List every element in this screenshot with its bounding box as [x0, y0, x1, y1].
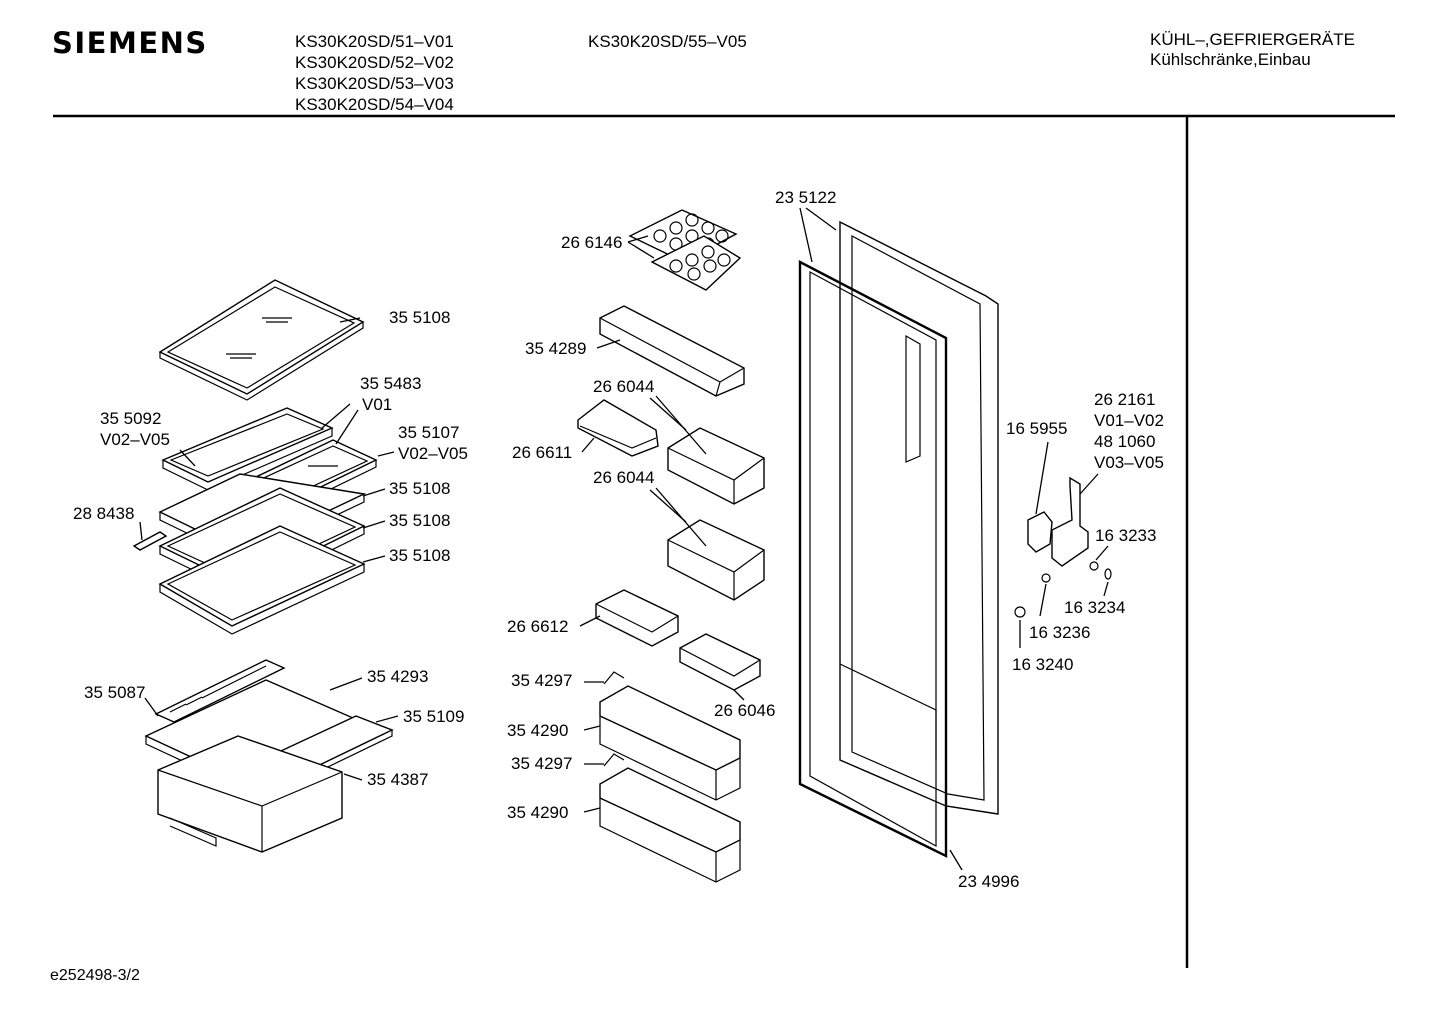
part-number-label: 35 5108 [389, 308, 450, 327]
part-number-label: 23 5122 [775, 188, 836, 207]
door-bin-small-1 [667, 427, 765, 505]
part-number-label: 35 5087 [84, 683, 145, 702]
model-number: KS30K20SD/54–V04 [295, 95, 454, 114]
part-variant-label: V02–V05 [398, 444, 468, 463]
model-number: KS30K20SD/51–V01 [295, 32, 454, 51]
glass-shelf-bottom [158, 525, 366, 635]
part-number-label: 16 3236 [1029, 623, 1090, 642]
part-number-label: 35 4293 [367, 667, 428, 686]
brand-logo: SIEMENS [52, 26, 208, 60]
part-number-label: 35 4289 [525, 339, 586, 358]
bottle-bin-upper [599, 671, 741, 801]
part-variant-label: V02–V05 [100, 430, 170, 449]
part-number-label: 23 4996 [958, 872, 1019, 891]
hinge-plate [1027, 511, 1053, 553]
model-number: KS30K20SD/52–V02 [295, 53, 454, 72]
crisper-drawer [157, 735, 343, 853]
door-bin-cup-1 [595, 589, 679, 647]
hinge-screws [1014, 561, 1112, 618]
document-id: e252498-3/2 [50, 967, 140, 984]
part-number-label: 26 6046 [714, 701, 775, 720]
egg-tray-lower [650, 235, 742, 291]
model-number: KS30K20SD/55–V05 [588, 32, 747, 51]
part-variant-label: V03–V05 [1094, 453, 1164, 472]
door-hinge-bracket [1051, 476, 1089, 567]
part-number-label: 26 2161 [1094, 390, 1155, 409]
part-number-label: 16 3233 [1095, 526, 1156, 545]
door-shelf-upper [599, 305, 745, 397]
model-list-secondary: KS30K20SD/55–V05 [588, 31, 747, 52]
part-number-label: 35 5108 [389, 511, 450, 530]
category-line: Kühlschränke,Einbau [1150, 50, 1311, 69]
part-number-label: 35 4297 [511, 754, 572, 773]
part-number-label: 16 3234 [1064, 598, 1125, 617]
part-number-label: 16 5955 [1006, 419, 1067, 438]
part-number-label: 35 5092 [100, 409, 161, 428]
part-number-label: 35 4297 [511, 671, 572, 690]
part-number-label: 16 3240 [1012, 655, 1073, 674]
part-number-label: 26 6044 [593, 377, 654, 396]
crisper-grille [154, 659, 286, 723]
part-number-label: 35 5108 [389, 479, 450, 498]
part-variant-label: V01 [362, 395, 392, 414]
part-number-label: 35 5483 [360, 374, 421, 393]
bottle-bin-lower [599, 753, 741, 883]
part-number-label: 35 5107 [398, 423, 459, 442]
model-list-primary: KS30K20SD/51–V01 KS30K20SD/52–V02 KS30K2… [295, 31, 454, 115]
door-bin-small-2 [667, 519, 765, 601]
glass-shelf-top [158, 279, 365, 401]
shelf-trim-strip [132, 531, 168, 551]
part-number-label: 35 4290 [507, 721, 568, 740]
model-number: KS30K20SD/53–V03 [295, 74, 454, 93]
part-number-label: 28 8438 [73, 504, 134, 523]
butter-compartment [577, 399, 659, 457]
part-number-label: 35 5109 [403, 707, 464, 726]
part-number-label: 26 6146 [561, 233, 622, 252]
part-number-label: 26 6612 [507, 617, 568, 636]
part-number-label: 35 4290 [507, 803, 568, 822]
category-heading: KÜHL–,GEFRIERGERÄTE Kühlschränke,Einbau [1150, 30, 1355, 70]
glass-shelf-divided [161, 407, 334, 491]
door-bin-cup-2 [679, 633, 761, 691]
part-variant-label: V01–V02 [1094, 411, 1164, 430]
category-line: KÜHL–,GEFRIERGERÄTE [1150, 30, 1355, 49]
part-number-label: 48 1060 [1094, 432, 1155, 451]
leader-lines [139, 207, 1109, 871]
part-number-label: 35 4387 [367, 770, 428, 789]
part-number-label: 26 6611 [512, 443, 572, 462]
part-number-label: 26 6044 [593, 468, 654, 487]
door-panel [839, 220, 999, 815]
door-gasket [798, 260, 948, 858]
part-number-label: 35 5108 [389, 546, 450, 565]
